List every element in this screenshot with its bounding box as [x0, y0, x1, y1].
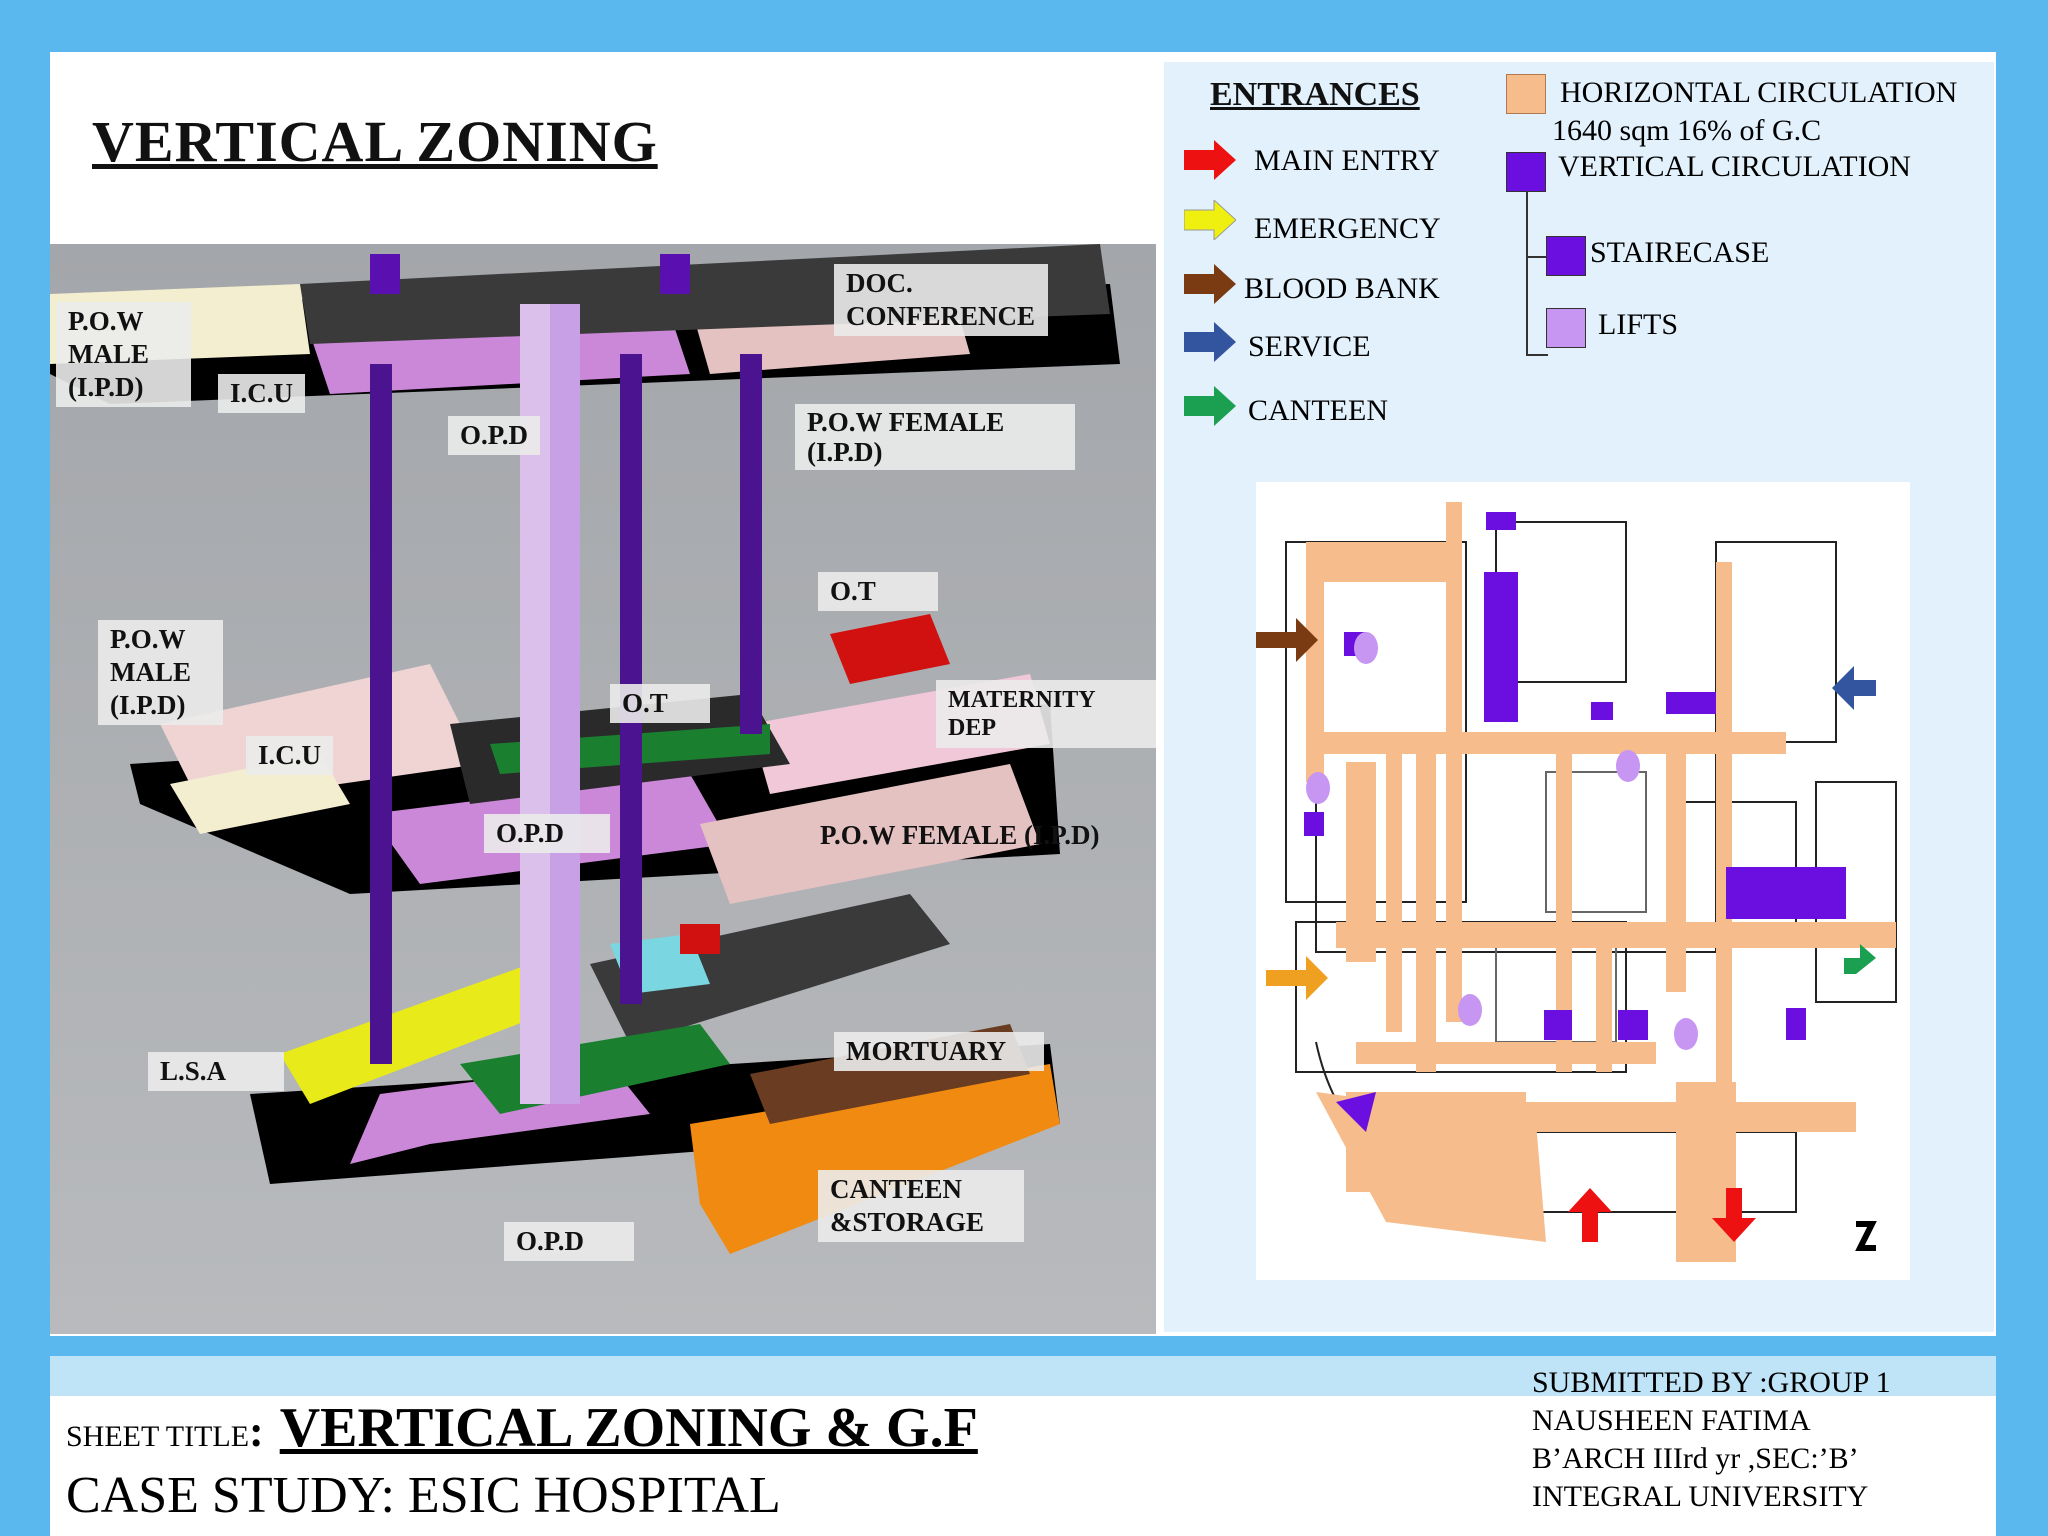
label-ot-mid: O.T [610, 684, 710, 723]
sheet-title-row: SHEET TITLE: VERTICAL ZONING & G.F [66, 1396, 978, 1460]
staircase-swatch [1546, 236, 1586, 276]
plan-entry-arrows [1256, 618, 1876, 1242]
label-canteen-storage: CANTEEN &STORAGE [818, 1170, 1024, 1242]
canteen-arrow-icon [1844, 944, 1876, 974]
lifts-label: LIFTS [1598, 308, 1679, 341]
pow-female-mid-block [700, 764, 1040, 904]
vertical-swatch [1506, 152, 1546, 192]
staircase-label: STAIRECASE [1590, 236, 1770, 269]
entrance-canteen-label: CANTEEN [1248, 394, 1388, 427]
label-icu-mid: I.C.U [246, 736, 334, 775]
north-arrow-icon [1855, 1221, 1877, 1251]
label-pow-female-mid: P.O.W FEMALE (I.P.D) [820, 820, 1100, 850]
plan-drawing [1256, 502, 1897, 1262]
tree-branch-stair [1526, 256, 1548, 258]
entrances-title: ENTRANCES [1210, 76, 1420, 113]
university: INTEGRAL UNIVERSITY [1532, 1480, 1869, 1513]
page-title: VERTICAL ZONING [92, 109, 658, 174]
horizontal-swatch [1506, 74, 1546, 114]
entrance-emergency-label: EMERGENCY [1254, 212, 1441, 245]
student-class: B’ARCH IIIrd yr ,SEC:’B’ [1532, 1442, 1859, 1475]
blood-bank-arrow-icon [1256, 618, 1318, 662]
lifts-swatch [1546, 308, 1586, 348]
case-study: CASE STUDY: ESIC HOSPITAL [66, 1467, 781, 1524]
blue-arrow-icon [1184, 322, 1236, 362]
submitted-by: SUBMITTED BY :GROUP 1 [1532, 1366, 1891, 1399]
label-opd-top: O.P.D [448, 416, 541, 455]
main-entry-arrow-icon [1568, 1188, 1612, 1242]
label-pow-male-mid: P.O.W MALE (I.P.D) [98, 620, 223, 725]
ot-upper-block [830, 614, 950, 684]
vertical-circulation-label: VERTICAL CIRCULATION [1558, 150, 1911, 183]
brown-arrow-icon [1184, 264, 1236, 304]
entrance-blood-bank-label: BLOOD BANK [1244, 272, 1440, 305]
ground-floor-plan [1256, 482, 1910, 1280]
tree-connector [1526, 192, 1548, 356]
emergency-arrow-icon [1266, 956, 1328, 1000]
service-arrow-icon [1832, 666, 1876, 710]
pow-male-mid-block [160, 664, 480, 804]
sheet-title: VERTICAL ZONING & G.F [279, 1397, 978, 1459]
lsa-block [280, 964, 570, 1104]
label-lsa: L.S.A [148, 1052, 284, 1091]
sheet-title-colon: : [249, 1407, 264, 1456]
student-name: NAUSHEEN FATIMA [1532, 1404, 1811, 1437]
footer-band [50, 1356, 1996, 1396]
yellow-arrow-icon [1184, 200, 1236, 240]
green-arrow-icon [1184, 386, 1236, 426]
footer [50, 1356, 1996, 1536]
label-doc-conference: DOC. CONFERENCE [834, 264, 1048, 336]
label-maternity: MATERNITY DEP [936, 680, 1156, 748]
submission-block: SUBMITTED BY :GROUP 1 NAUSHEEN FATIMA B’… [1532, 1364, 1891, 1516]
sheet-title-prefix: SHEET TITLE [66, 1420, 250, 1453]
label-pow-female-top: P.O.W FEMALE (I.P.D) [795, 404, 1075, 470]
entrance-main-entry-label: MAIN ENTRY [1254, 144, 1440, 177]
label-mortuary: MORTUARY [834, 1032, 1044, 1071]
label-opd-mid: O.P.D [484, 814, 610, 853]
label-pow-male-top: P.O.W MALE (I.P.D) [56, 302, 191, 407]
label-ot-upper: O.T [818, 572, 938, 611]
exit-arrow-icon [1712, 1188, 1756, 1242]
entrance-service-label: SERVICE [1248, 330, 1371, 363]
label-opd-bottom: O.P.D [504, 1222, 634, 1261]
red-arrow-icon [1184, 140, 1236, 180]
horizontal-circulation-label: HORIZONTAL CIRCULATION [1560, 76, 1958, 109]
label-icu-top: I.C.U [218, 374, 306, 413]
tree-branch-lift [1526, 354, 1548, 356]
horizontal-circulation-note: 1640 sqm 16% of G.C [1552, 114, 1822, 147]
